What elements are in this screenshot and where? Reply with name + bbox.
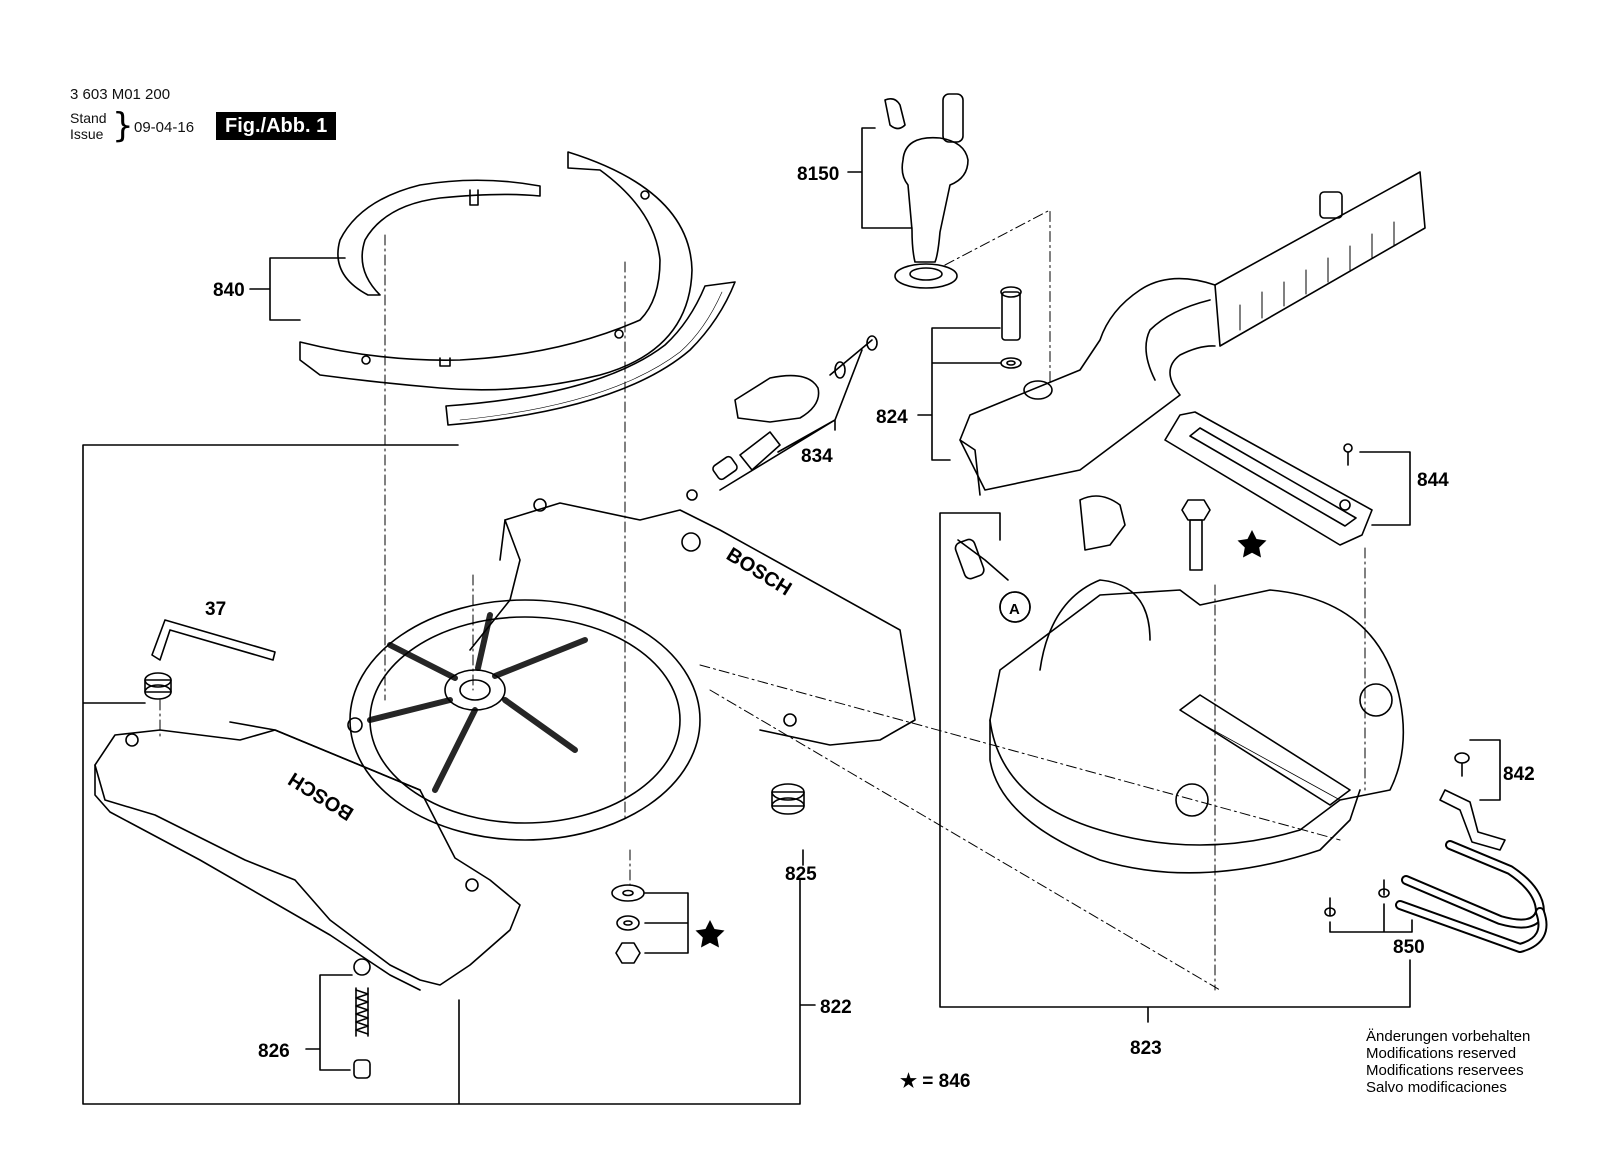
issue-date: 09-04-16 xyxy=(134,119,195,136)
clamp-834 xyxy=(686,335,878,501)
leader-lines xyxy=(82,127,1501,1105)
callout-8150: 8150 xyxy=(797,164,839,185)
disclaimer-line: Modifications reserved xyxy=(1366,1045,1517,1062)
disclaimer-line: Salvo modificaciones xyxy=(1366,1079,1507,1096)
callout-842: 842 xyxy=(1503,764,1535,785)
callout-834: 834 xyxy=(801,446,833,467)
disclaimer-block: Änderungen vorbehalten Modifications res… xyxy=(1366,1028,1530,1096)
callout-822: 822 xyxy=(820,997,852,1018)
wire-guard-850 xyxy=(1324,840,1548,953)
callout-824: 824 xyxy=(876,407,908,428)
part-number: 3 603 M01 200 xyxy=(70,86,171,103)
issue-label: Issue xyxy=(70,126,104,142)
brand-text-bottom: BOSCH xyxy=(285,767,358,824)
plate-844 xyxy=(1164,411,1373,546)
circle-a-marker xyxy=(999,591,1031,623)
callout-844: 844 xyxy=(1417,470,1449,491)
callout-826: 826 xyxy=(258,1041,290,1062)
bevel-knob-8150 xyxy=(884,93,969,289)
callout-a: A xyxy=(1009,601,1020,618)
bolt-846 xyxy=(1181,499,1211,571)
figure-label: Fig./Abb. 1 xyxy=(216,112,337,140)
screw-824 xyxy=(1000,286,1022,369)
callout-850: 850 xyxy=(1393,937,1425,958)
foot-screw-left xyxy=(144,672,172,700)
spring-826 xyxy=(353,958,371,1079)
disclaimer-line: Modifications reservees xyxy=(1366,1062,1524,1079)
hex-key-37 xyxy=(151,619,276,661)
disclaimer-line: Änderungen vorbehalten xyxy=(1366,1028,1531,1045)
callout-37: 37 xyxy=(205,599,226,620)
washer-nut-group xyxy=(611,884,645,964)
base-822 xyxy=(94,498,916,991)
brace-glyph: } xyxy=(112,106,134,146)
bracket-842 xyxy=(1439,752,1506,851)
assembly-lines xyxy=(159,209,1366,991)
foot-825 xyxy=(771,783,805,815)
fence-824 xyxy=(959,171,1426,496)
callout-823: 823 xyxy=(1130,1038,1162,1059)
turntable-823 xyxy=(954,495,1405,874)
callout-840: 840 xyxy=(213,280,245,301)
scale-arc xyxy=(445,281,736,426)
ring-840 xyxy=(299,151,693,391)
callout-825: 825 xyxy=(785,864,817,885)
star-marks xyxy=(695,530,1267,948)
star-legend: ★ = 846 xyxy=(900,1071,971,1092)
stand-label: Stand xyxy=(70,110,107,126)
